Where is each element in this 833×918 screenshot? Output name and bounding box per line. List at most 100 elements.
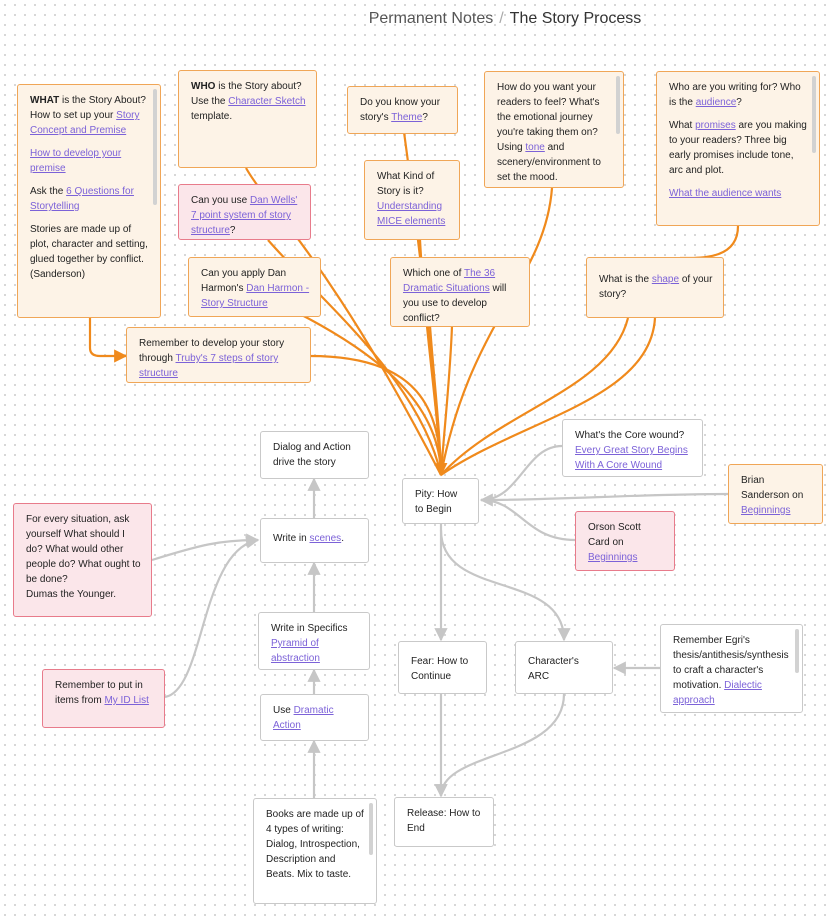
shape-text: What is the xyxy=(599,274,652,285)
id-list-card[interactable]: Remember to put in items from My ID List xyxy=(42,669,165,728)
what-summary-text: Stories are made up of plot, character a… xyxy=(30,224,148,280)
shape-link[interactable]: shape xyxy=(651,274,680,285)
audience-text-end: ? xyxy=(736,97,742,108)
six-questions-link[interactable]: 6 Questions for Storytelling xyxy=(30,186,134,212)
what-card[interactable]: WHAT is the Story About? How to set up y… xyxy=(17,84,161,318)
edge-dramatic-pity xyxy=(428,325,443,476)
pity-card[interactable]: Pity: How to Begin xyxy=(402,478,479,524)
edge-dumas-scenes xyxy=(151,533,260,562)
promises-text: What xyxy=(669,120,696,131)
scenes-link[interactable]: scenes xyxy=(309,533,342,544)
harmon-text: Can you apply Dan Harmon's xyxy=(201,268,287,294)
scenes-text-end: . xyxy=(341,533,344,544)
books-text: Books are made up of 4 types of writing:… xyxy=(266,809,364,880)
egri-text: Remember Egri's thesis/antithesis/synthe… xyxy=(673,635,789,691)
story-concept-link[interactable]: Story Concept and Premise xyxy=(30,110,140,136)
mice-text: What Kind of Story is it? xyxy=(377,171,435,197)
feel-card[interactable]: How do you want your readers to feel? Wh… xyxy=(484,71,624,188)
pity-text: Pity: How to Begin xyxy=(415,489,458,515)
core-wound-card[interactable]: What's the Core wound? Every Great Story… xyxy=(562,419,703,477)
fear-text: Fear: How to Continue xyxy=(411,656,469,682)
arc-text: Character's ARC xyxy=(528,656,579,682)
who-card[interactable]: WHO is the Story about? Use the Characte… xyxy=(178,70,317,168)
brian-beginnings-link[interactable]: Beginnings xyxy=(741,505,791,516)
edge-pity-arc xyxy=(439,529,571,642)
brian-card[interactable]: Brian Sanderson on Beginnings xyxy=(728,464,823,524)
books-card[interactable]: Books are made up of 4 types of writing:… xyxy=(253,798,377,904)
dramatic-situations-card[interactable]: Which one of The 36 Dramatic Situations … xyxy=(390,257,530,327)
dan-wells-link[interactable]: Dan Wells' 7 point system of story struc… xyxy=(191,195,298,236)
dumas-text: For every situation, ask yourself What s… xyxy=(26,514,141,585)
audience-link[interactable]: audience xyxy=(695,97,737,108)
arc-card[interactable]: Character's ARC xyxy=(515,641,613,694)
dramatic-text: Which one of xyxy=(403,268,464,279)
who-text: is the Story about? Use the xyxy=(191,81,302,107)
theme-text-end: ? xyxy=(422,112,428,123)
theme-text: Do you know your story's xyxy=(360,97,441,123)
dan-wells-card[interactable]: Can you use Dan Wells' 7 point system of… xyxy=(178,184,311,240)
harmon-card[interactable]: Can you apply Dan Harmon's Dan Harmon - … xyxy=(188,257,321,317)
core-wound-link[interactable]: Every Great Story Begins With A Core Wou… xyxy=(575,445,688,471)
tone-link[interactable]: tone xyxy=(525,142,545,153)
core-wound-text: What's the Core wound? xyxy=(575,430,685,441)
audience-card[interactable]: Who are you writing for? Who is the audi… xyxy=(656,71,820,226)
dramatic-action-link[interactable]: Dramatic Action xyxy=(273,705,334,731)
egri-card[interactable]: Remember Egri's thesis/antithesis/synthe… xyxy=(660,624,803,713)
dialectic-link[interactable]: Dialectic approach xyxy=(673,680,762,706)
dumas-card[interactable]: For every situation, ask yourself What s… xyxy=(13,503,152,617)
breadcrumb: Permanent Notes / The Story Process xyxy=(0,10,833,28)
orson-beginnings-link[interactable]: Beginnings xyxy=(588,552,638,563)
dramatic-text-end: will you use to develop conflict? xyxy=(403,283,507,324)
orson-text: Orson Scott Card on xyxy=(588,522,641,548)
edge-dramatic2-pity xyxy=(439,325,454,476)
page-title: The Story Process xyxy=(509,10,642,27)
edge-corewound-pity xyxy=(479,444,563,507)
edge-what-truby xyxy=(88,318,128,363)
mice-card[interactable]: What Kind of Story is it? Understanding … xyxy=(364,160,460,240)
truby-link[interactable]: Truby's 7 steps of story structure xyxy=(139,353,279,379)
orson-card[interactable]: Orson Scott Card on Beginnings xyxy=(575,511,675,571)
who-bold: WHO xyxy=(191,81,216,92)
shape-text-end: of your story? xyxy=(599,274,713,300)
dramatic-action-text: Use xyxy=(273,705,294,716)
what-text: is the Story About? How to set up your xyxy=(30,95,146,121)
dramatic-action-card[interactable]: Use Dramatic Action xyxy=(260,694,369,741)
release-text: Release: How to End xyxy=(407,808,481,834)
feel-text-end: and scenery/environment to set the mood. xyxy=(497,142,601,183)
breadcrumb-parent[interactable]: Permanent Notes xyxy=(368,10,494,27)
dan-wells-text-end: ? xyxy=(229,225,236,236)
dialog-text: Dialog and Action drive the story xyxy=(273,442,351,468)
specifics-text: Write in Specifics xyxy=(271,623,348,634)
edge-arc-release xyxy=(434,693,566,798)
mice-link[interactable]: Understanding MICE elements xyxy=(377,201,446,227)
dialog-action-card[interactable]: Dialog and Action drive the story xyxy=(260,431,369,479)
promises-text-end: are you making to your readers? Three bi… xyxy=(669,120,807,176)
shape-card[interactable]: What is the shape of your story? xyxy=(586,257,724,318)
what-bold: WHAT xyxy=(30,95,60,106)
feel-text: How do you want your readers to feel? Wh… xyxy=(497,82,600,153)
character-sketch-link[interactable]: Character Sketch xyxy=(228,96,306,107)
fear-card[interactable]: Fear: How to Continue xyxy=(398,641,487,694)
id-list-link[interactable]: My ID List xyxy=(104,695,149,706)
harmon-link[interactable]: Dan Harmon - Story Structure xyxy=(201,283,310,309)
specifics-card[interactable]: Write in Specifics Pyramid of abstractio… xyxy=(258,612,370,670)
truby-text: Remember to develop your story through xyxy=(139,338,285,364)
audience-wants-link[interactable]: What the audience wants xyxy=(669,188,782,199)
promises-link[interactable]: promises xyxy=(695,120,736,131)
breadcrumb-separator: / xyxy=(499,10,504,27)
scenes-card[interactable]: Write in scenes. xyxy=(260,518,369,563)
theme-card[interactable]: Do you know your story's Theme? xyxy=(347,86,458,134)
release-card[interactable]: Release: How to End xyxy=(394,797,494,847)
pyramid-link[interactable]: Pyramid of abstraction xyxy=(271,638,320,664)
dramatic-situations-link[interactable]: The 36 Dramatic Situations xyxy=(403,268,496,294)
edge-shape2-pity xyxy=(440,317,630,476)
theme-link[interactable]: Theme xyxy=(391,112,423,123)
develop-premise-link[interactable]: How to develop your premise xyxy=(30,148,122,174)
edge-brian-pity xyxy=(480,492,729,502)
dumas-author: Dumas the Younger. xyxy=(26,589,117,600)
truby-card[interactable]: Remember to develop your story through T… xyxy=(126,327,311,383)
dan-wells-text: Can you use xyxy=(191,195,250,206)
edge-idlist-scenes xyxy=(164,535,260,699)
edge-audience-shape xyxy=(679,225,740,260)
